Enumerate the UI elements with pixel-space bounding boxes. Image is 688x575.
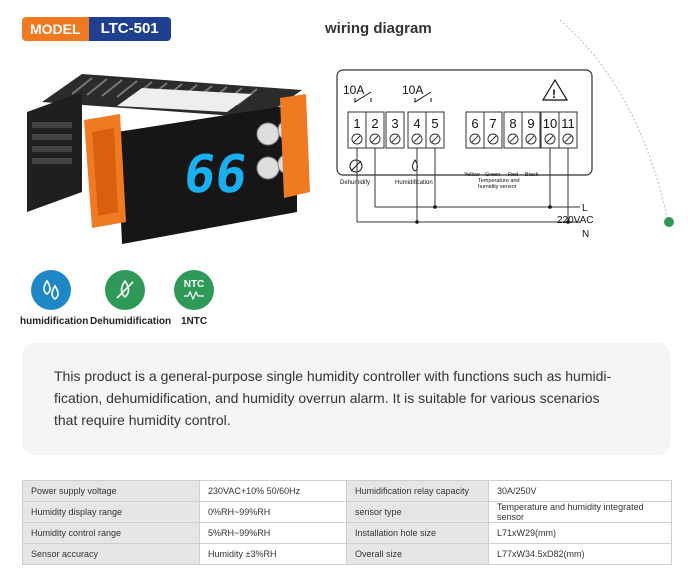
- relay-1-label: 10A: [343, 83, 364, 97]
- terminal-number: 1: [353, 116, 360, 131]
- terminal-3: [385, 111, 405, 149]
- terminal-screw-icon: [429, 133, 441, 145]
- spec-key: Installation hole size: [346, 522, 489, 544]
- display-readout: 66: [180, 145, 251, 205]
- spec-value: Temperature and humidity integrated sens…: [488, 501, 672, 523]
- terminal-number: 11: [561, 116, 575, 131]
- warning-icon: [541, 78, 569, 101]
- sensor-label-1: Temperature and: [478, 178, 520, 184]
- feature-ntc: NTC 1NTC: [168, 270, 220, 327]
- terminal-7: [483, 111, 503, 149]
- model-label: MODEL: [22, 17, 89, 41]
- terminal-screw-icon: [469, 133, 481, 145]
- humidification-label: Humidification: [395, 180, 433, 186]
- ntc-icon-text: NTC: [183, 279, 205, 290]
- terminal-number: 7: [489, 116, 496, 131]
- feature-dehumidification: Dehumidification: [90, 270, 172, 327]
- terminal-screw-icon: [411, 133, 423, 145]
- wire-red-label: Red: [508, 172, 518, 178]
- terminal-9: [521, 111, 541, 149]
- terminal-number: 3: [391, 116, 398, 131]
- wire-black-label: Black: [525, 172, 539, 178]
- terminal-screw-icon: [487, 133, 499, 145]
- terminal-number: 4: [413, 116, 420, 131]
- spec-value: 30A/250V: [488, 480, 672, 502]
- terminal-screw-icon: [525, 133, 537, 145]
- water-drops-icon: [31, 270, 71, 310]
- wiring-title: wiring diagram: [325, 20, 432, 37]
- no-water-icon: [105, 270, 145, 310]
- terminal-screw-icon: [544, 133, 556, 145]
- feature-label-ntc: 1NTC: [180, 316, 208, 327]
- spec-value: 0%RH~99%RH: [199, 501, 347, 523]
- line-n-label: N: [582, 229, 589, 240]
- dehumidify-label: Dehumidify: [340, 180, 370, 186]
- line-l-label: L: [582, 203, 588, 214]
- terminal-screw-icon: [369, 133, 381, 145]
- spec-value: 5%RH~99%RH: [199, 522, 347, 544]
- dehumidify-icon: [349, 159, 363, 173]
- spec-value: 230VAC+10% 50/60Hz: [199, 480, 347, 502]
- terminal-screw-icon: [562, 133, 574, 145]
- spec-key: Overall size: [346, 543, 489, 565]
- device-button-3: [256, 156, 280, 180]
- feature-humidification: humidification: [20, 270, 89, 327]
- feature-label-humidification: humidification: [20, 316, 89, 327]
- green-dot-icon: [664, 217, 674, 227]
- spec-value: Humidity ±3%RH: [199, 543, 347, 565]
- device-button-1: [256, 122, 280, 146]
- relay-2-label: 10A: [402, 83, 423, 97]
- model-name: LTC-501: [88, 17, 171, 41]
- terminal-number: 2: [371, 116, 378, 131]
- sensor-label-2: humidity sensor: [478, 184, 517, 190]
- terminal-number: 9: [527, 116, 534, 131]
- model-badge: MODEL LTC-501: [22, 17, 171, 41]
- terminal-screw-icon: [389, 133, 401, 145]
- description-box: This product is a general-purpose single…: [22, 343, 670, 455]
- spec-key: Humidity control range: [22, 522, 200, 544]
- feature-label-dehumidification: Dehumidification: [90, 316, 172, 327]
- terminal-number: 6: [471, 116, 478, 131]
- terminal-screw-icon: [351, 133, 363, 145]
- spec-key: Humidity display range: [22, 501, 200, 523]
- spec-key: Humidification relay capacity: [346, 480, 489, 502]
- terminal-number: 8: [509, 116, 516, 131]
- description-text: This product is a general-purpose single…: [54, 368, 612, 428]
- spec-key: Sensor accuracy: [22, 543, 200, 565]
- ntc-icon: NTC: [174, 270, 214, 310]
- spec-key: sensor type: [346, 501, 489, 523]
- wire-yellow-label: Yellow: [464, 172, 480, 178]
- spec-value: L71xW29(mm): [488, 522, 672, 544]
- terminal-screw-icon: [507, 133, 519, 145]
- spec-key: Power supply voltage: [22, 480, 200, 502]
- wire-green-label: Green: [485, 172, 500, 178]
- warning-symbol: !: [552, 87, 556, 101]
- spec-value: L77xW34.5xD82(mm): [488, 543, 672, 565]
- terminal-number: 5: [431, 116, 438, 131]
- controller-device-illustration: 66: [27, 74, 310, 244]
- voltage-label: 220VAC: [557, 215, 594, 226]
- terminal-number: 10: [543, 116, 557, 131]
